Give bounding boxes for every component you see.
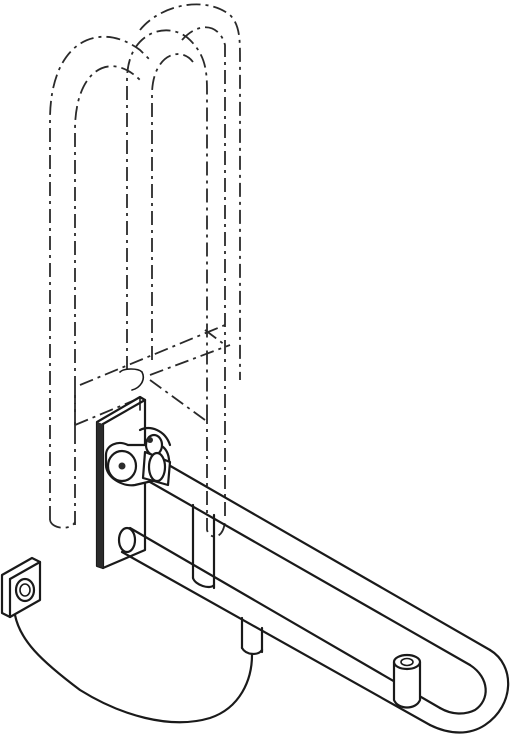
rail-end-bend-outer [428, 648, 510, 734]
rail-lower-tube-top [128, 526, 442, 710]
rail-lower-tube-bottom [120, 550, 432, 727]
wall-switch-icon [0, 556, 42, 619]
ghost-cross-bar-5 [149, 379, 206, 421]
raised-rail-back-loop [139, 3, 241, 380]
rail-end-bend-inner [438, 663, 487, 715]
rail-upper-tube-top [158, 458, 492, 652]
raised-rail-outer-loop [49, 35, 151, 520]
raised-rail-right-bottom [206, 410, 226, 538]
cable-icon [13, 613, 254, 724]
ghost-cross-bar-6 [204, 329, 226, 346]
raised-rail-front-loop-inner [151, 53, 194, 360]
rail-lower-tube-endcap [117, 526, 137, 554]
raised-rail-bottom-cap [49, 519, 76, 529]
support-leg-icon [191, 503, 264, 655]
grab-rail-icon [117, 450, 510, 734]
raised-rail-front-loop [126, 29, 208, 410]
ghost-cross-bar-2 [149, 344, 231, 376]
ghost-cross-bar-3 [74, 399, 136, 426]
raised-rail-outer-loop-2 [74, 65, 141, 525]
rail-upper-tube-bottom [148, 480, 472, 667]
switch-button-icon [392, 653, 422, 709]
raised-rail-back-loop-2 [181, 26, 226, 520]
